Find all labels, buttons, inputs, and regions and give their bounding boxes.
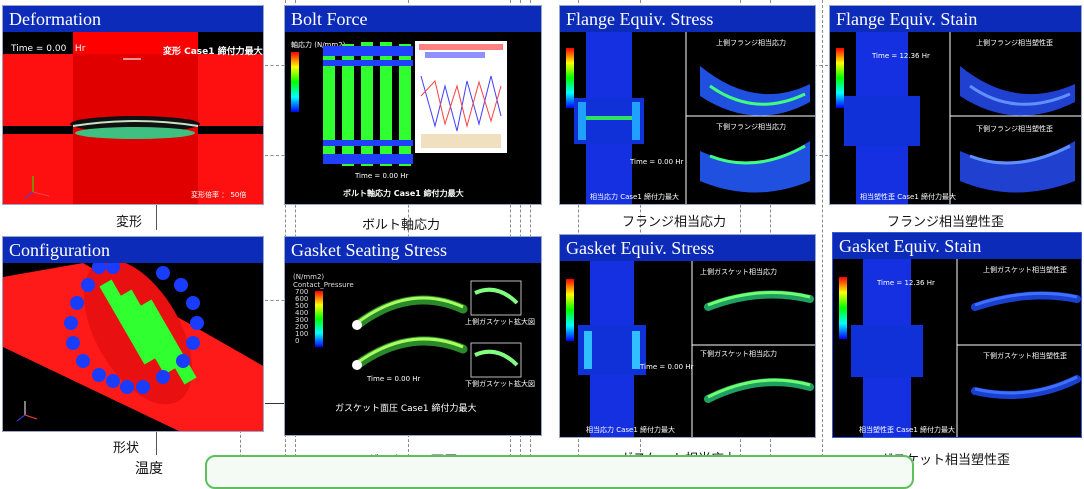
color-legend (566, 48, 574, 108)
upper-label: 上側ガスケット相当塑性歪 (983, 266, 1067, 274)
gasket-seating-render (352, 280, 522, 378)
deformation-panel[interactable]: Deformation Time = 0.00 Hr 変形 Case1 締付力最… (2, 5, 264, 205)
panel-title: Deformation (3, 6, 263, 32)
divider-line (156, 200, 157, 230)
gasket-stress-panel[interactable]: Gasket Equiv. Stress 上側ガスケット相当応力 下側ガスケット… (559, 234, 816, 438)
bolt-force-panel[interactable]: Bolt Force 軸応力 (N/mm2) Time = 0.00 Hr ボル… (284, 5, 542, 205)
divider-line (265, 403, 290, 404)
upper-label: 上側フランジ相当応力 (716, 39, 786, 47)
configuration-panel[interactable]: Configuration (2, 236, 264, 432)
gasket-strain-panel[interactable]: Gasket Equiv. Stain Time = 12.36 Hr 上側ガス… (832, 232, 1082, 438)
case-label: ガスケット面圧 Case1 締付力最大 (335, 404, 477, 414)
gasket-seating-panel[interactable]: Gasket Seating Stress (N/mm2) Contact_Pr… (284, 236, 542, 436)
time-label: Time = 12.36 Hr (872, 52, 930, 60)
divider-line (156, 430, 157, 455)
color-legend (566, 279, 574, 341)
time-label: Time = 0.00 Hr (355, 172, 409, 180)
grid-line (822, 0, 823, 472)
flange-strain-render (844, 32, 1081, 204)
caption-configuration: 形状 (113, 441, 140, 456)
grid-line (265, 65, 290, 66)
scale-label: 変形倍率 ： 50倍 (191, 191, 247, 199)
color-legend (291, 52, 299, 112)
flange-stress-panel[interactable]: Flange Equiv. Stress 上側フランジ相当応力 下側フランジ相当… (559, 5, 816, 205)
lower-label: 下側ガスケット相当応力 (700, 350, 777, 358)
lower-zoom-label: 下側ガスケット拡大図 (465, 380, 535, 388)
deformation-render (3, 32, 263, 204)
flange-strain-panel[interactable]: Flange Equiv. Stain Time = 12.36 Hr 上側フラ… (829, 5, 1082, 205)
unit-label-2: Contact_Pressure (293, 281, 354, 289)
unit-label: 軸応力 (N/mm2) (291, 41, 346, 49)
case-label: 相当応力 Case1 締付力最大 (590, 193, 680, 201)
temperature-label: 温度 (135, 461, 163, 477)
case-label: 相当塑性歪 Case1 締付力最大 (860, 193, 957, 201)
bolt-render (323, 41, 507, 166)
panel-title: Bolt Force (285, 6, 541, 32)
caption-flange-stress: フランジ相当応力 (622, 215, 727, 230)
caption-flange-strain: フランジ相当塑性歪 (887, 215, 1005, 230)
lower-label: 下側ガスケット相当塑性歪 (983, 352, 1067, 360)
panel-title: Flange Equiv. Stain (830, 6, 1081, 32)
caption-deformation: 変形 (116, 215, 143, 230)
grid-line (265, 155, 290, 156)
upper-label: 上側フランジ相当塑性歪 (976, 39, 1053, 47)
case-label: ボルト軸応力 Case1 締付力最大 (343, 189, 464, 198)
grid-line (808, 155, 828, 156)
note-box (205, 455, 914, 489)
upper-label: 上側ガスケット相当応力 (700, 268, 777, 276)
upper-zoom-label: 上側ガスケット拡大図 (465, 318, 535, 326)
flange-stress-render (574, 32, 815, 204)
grid-line (240, 430, 241, 472)
lower-label: 下側フランジ相当塑性歪 (976, 125, 1053, 133)
lower-label: 下側フランジ相当応力 (716, 123, 786, 131)
gasket-stress-render (578, 261, 815, 437)
case-label: 相当塑性歪 Case1 締付力最大 (859, 426, 956, 434)
case-label: 変形 Case1 締付力最大 (163, 47, 263, 57)
panel-title: Gasket Seating Stress (285, 237, 541, 263)
legend-scale: 700 600 500 400 300 200 100 0 (295, 288, 309, 345)
configuration-render (3, 259, 263, 431)
unit-label: (N/mm2) (293, 273, 325, 281)
grid-line (265, 300, 290, 301)
time-label: Time = 12.36 Hr (877, 279, 935, 287)
color-legend (315, 291, 323, 347)
panel-title: Configuration (3, 237, 263, 263)
time-label: Time = 0.00 Hr (367, 375, 421, 383)
panel-title: Gasket Equiv. Stain (833, 233, 1081, 259)
caption-bolt-force: ボルト軸応力 (362, 218, 441, 233)
gasket-strain-render (851, 259, 1081, 437)
color-legend (839, 277, 847, 339)
panel-title: Gasket Equiv. Stress (560, 235, 815, 261)
time-label: Time = 0.00 Hr (640, 363, 694, 371)
color-legend (836, 48, 844, 108)
time-label: Time = 0.00 Hr (11, 44, 86, 54)
case-label: 相当応力 Case1 締付力最大 (586, 426, 676, 434)
panel-title: Flange Equiv. Stress (560, 6, 815, 32)
time-label: Time = 0.00 Hr (630, 158, 684, 166)
grid-line (808, 65, 828, 66)
